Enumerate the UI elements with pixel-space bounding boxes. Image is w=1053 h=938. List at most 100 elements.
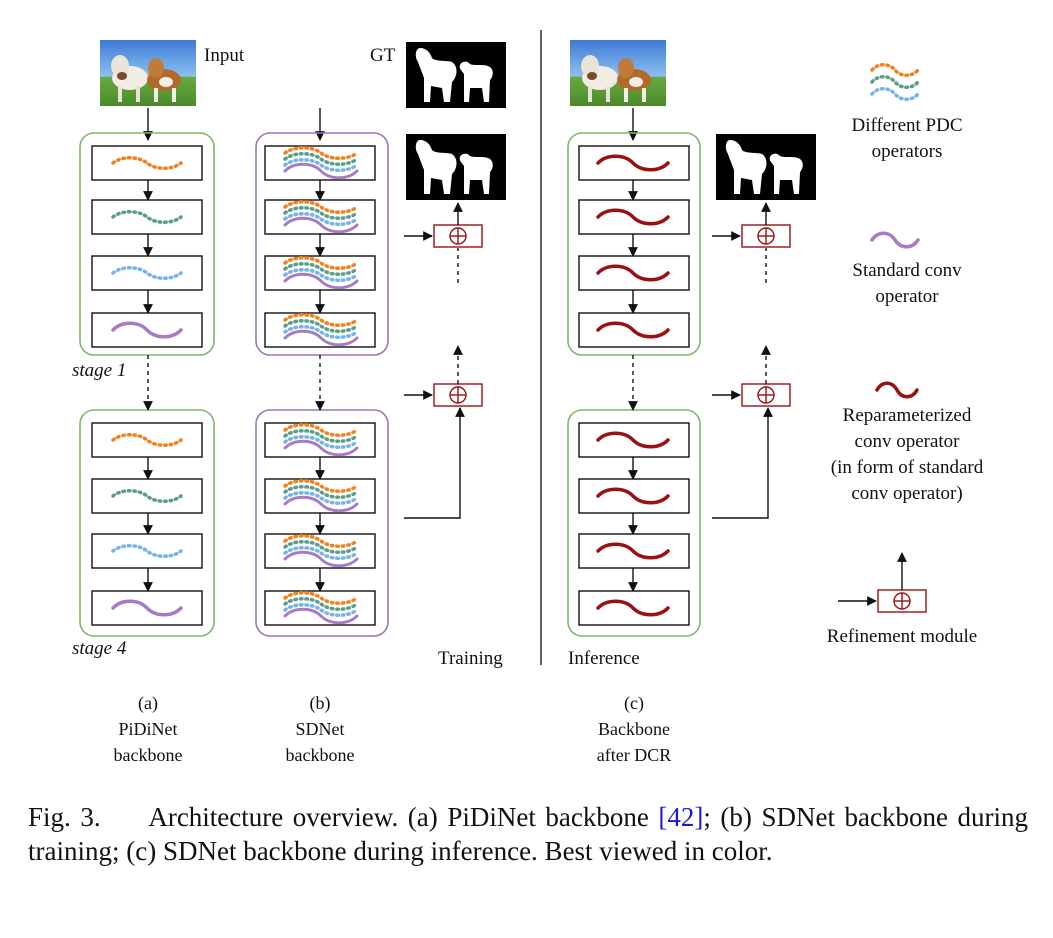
block-b-s1-2 [264,199,376,235]
pdc-stack-b-s4-2-purple [283,495,359,513]
pdc-stack-b-s1-4-teal [283,319,359,333]
pdc-stack-b-s1-4-purple [283,329,359,347]
legend-pdc-blue-icon [870,87,920,101]
stage-1-label: stage 1 [72,360,127,381]
stage-1-frame-b [255,132,389,356]
arrow-b-ref2-up [404,407,465,519]
input-label: Input [204,45,245,66]
caption-text-2: ; (b) SDNet backbone during training; (c… [28,802,1028,866]
stage-1-frame-c [567,132,701,356]
pdc-stack-b-s4-3-orange [283,534,359,548]
pdc-wave-a-s1-1 [111,156,183,170]
legend-rep-line-2: conv operator [854,431,960,452]
pdc-stack-b-s1-4-blue [283,325,359,339]
block-b-s1-1 [264,145,376,181]
input-image-c [570,40,666,106]
legend-pdc-line-1: Different PDC [851,115,963,136]
subfig-c-line-1: Backbone [598,719,670,739]
subfig-b-line-1: SDNet [295,719,345,739]
figure-caption: Fig. 3. Architecture overview. (a) PiDiN… [28,800,1028,868]
pdc-stack-b-s1-4-orange [283,313,359,327]
pdc-stack-b-s4-3-blue [283,546,359,560]
pdc-stack-b-s1-3-orange [283,256,359,270]
gt-mask-image [406,42,506,108]
pdc-stack-b-s1-3-blue [283,268,359,282]
pdc-stack-b-s4-1-orange [283,423,359,437]
subfig-a-tag: (a) [138,693,158,713]
pdc-stack-b-s4-2-teal [283,485,359,499]
pdc-stack-b-s1-1-orange [283,146,359,160]
block-b-s1-4 [264,312,376,348]
subfig-a-line-2: backbone [113,745,183,765]
legend-pdc-line-2: operators [871,141,943,162]
conv-wave-a-s1-4 [111,321,183,339]
subfig-b-line-2: backbone [285,745,355,765]
subfig-c-tag: (c) [624,693,644,713]
pdc-stack-b-s4-3-teal [283,540,359,554]
caption-citation-link[interactable]: [42] [658,802,704,832]
rep-wave-c-s1-2 [596,208,670,226]
caption-prefix: Fig. 3. [28,802,101,832]
pdc-stack-b-s4-1-purple [283,439,359,457]
rep-wave-c-s1-1 [596,154,670,172]
pdc-wave-a-s4-1 [111,433,183,447]
pdc-stack-b-s1-1-blue [283,158,359,172]
pdc-stack-b-s1-2-teal [283,206,359,220]
gt-label: GT [370,45,396,66]
pdc-stack-b-s4-4-teal [283,597,359,611]
inference-label: Inference [568,648,640,669]
rep-wave-c-s4-3 [596,542,670,560]
legend-std-line-1: Standard conv [852,260,962,281]
pdc-stack-b-s1-1-purple [283,162,359,180]
legend-pdc-teal-icon [870,75,920,89]
legend-std-conv-icon [870,231,920,249]
pdc-stack-b-s1-2-blue [283,212,359,226]
pdc-stack-b-s1-3-teal [283,262,359,276]
rep-wave-c-s4-4 [596,599,670,617]
stage-4-label: stage 4 [72,638,127,659]
subfig-c-caption: (c) Backbone after DCR [597,690,671,768]
stage-1-frame-a [79,132,215,356]
block-b-s1-3 [264,255,376,291]
subfig-a-caption: (a) PiDiNet backbone [114,690,183,768]
pdc-stack-b-s1-1-teal [283,152,359,166]
legend-pdc-text: Different PDC operators [852,113,963,165]
pdc-stack-b-s4-4-blue [283,603,359,617]
subfig-b-tag: (b) [309,693,331,713]
pdc-stack-b-s4-1-teal [283,429,359,443]
pdc-stack-b-s1-2-orange [283,200,359,214]
legend-rep-conv-icon [875,381,919,399]
legend-ref-line: Refinement module [826,626,978,647]
legend-ref-text: Refinement module [827,624,977,650]
diagram-svg [79,30,927,665]
pdc-stack-b-s4-4-orange [283,591,359,605]
legend-rep-line-3: (in form of standard [830,457,984,478]
rep-wave-c-s4-2 [596,487,670,505]
subfig-a-line-1: PiDiNet [118,719,178,739]
subfig-c-line-2: after DCR [596,745,672,765]
pdc-wave-a-s4-2 [111,489,183,503]
output-mask-b [406,134,506,200]
block-b-s4-1 [264,422,376,458]
pdc-stack-b-s4-1-blue [283,435,359,449]
pdc-stack-b-s1-2-purple [283,216,359,234]
training-label: Training [438,648,503,669]
legend-std-text: Standard conv operator [852,258,961,310]
arrow-c-ref2-up [712,407,773,519]
subfig-b-caption: (b) SDNet backbone [286,690,355,768]
pdc-wave-a-s4-3 [111,544,183,558]
block-b-s4-2 [264,478,376,514]
architecture-diagram: Input GT stage 1 stage 4 Training Infere… [72,30,984,768]
conv-wave-a-s4-4 [111,599,183,617]
block-b-s4-3 [264,533,376,569]
rep-wave-c-s4-1 [596,431,670,449]
rep-wave-c-s1-3 [596,264,670,282]
pdc-stack-b-s4-3-purple [283,550,359,568]
legend-rep-line-4: conv operator) [851,483,963,504]
pdc-stack-b-s1-3-purple [283,272,359,290]
legend-rep-line-1: Reparameterized [842,405,972,426]
pdc-stack-b-s4-2-blue [283,491,359,505]
pdc-stack-b-s4-2-orange [283,479,359,493]
pdc-wave-a-s1-3 [111,266,183,280]
legend-pdc-orange-icon [870,63,920,77]
